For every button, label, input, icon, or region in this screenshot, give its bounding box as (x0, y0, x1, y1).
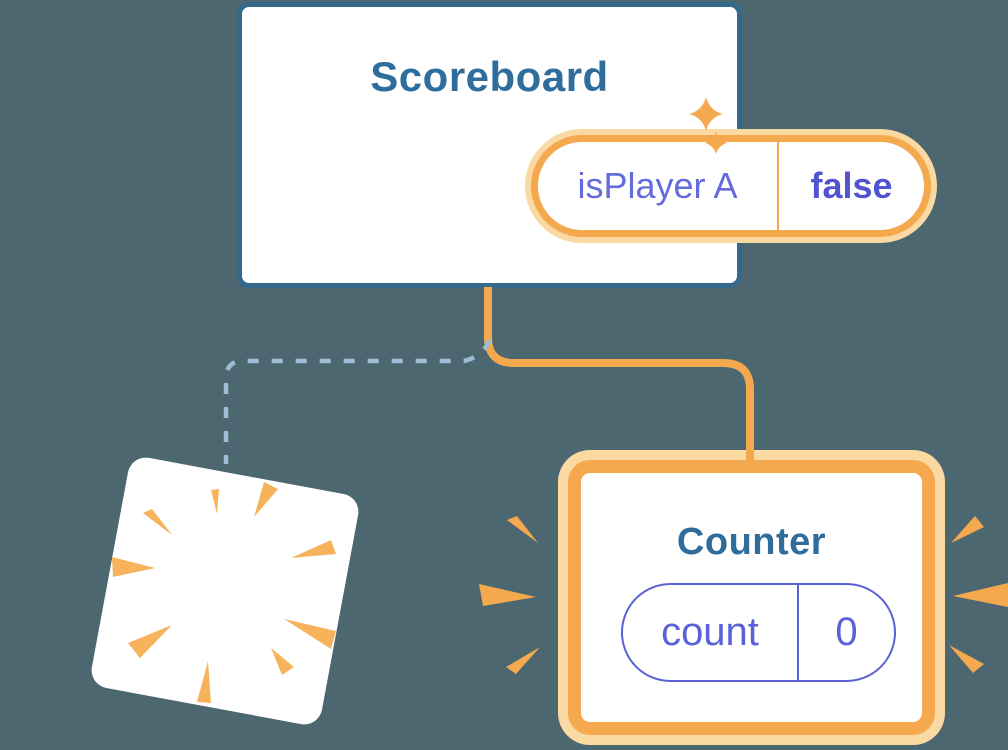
pill-divider (777, 142, 779, 230)
emphasis-rays-left-icon (479, 516, 540, 674)
emphasis-rays-right-icon (949, 516, 1008, 673)
scoreboard-state-pill: isPlayer A false (531, 135, 931, 237)
state-value-label: false (810, 165, 893, 206)
state-name-label: isPlayer A (577, 165, 738, 206)
scoreboard-component-card: Scoreboard isPlayer A false (237, 2, 931, 288)
active-branch-connector (484, 287, 754, 462)
count-name-label: count (661, 610, 759, 654)
scoreboard-title: Scoreboard (370, 53, 609, 100)
counter-title: Counter (676, 521, 827, 563)
counter-component-card: Counter count 0 (568, 460, 935, 735)
removed-branch-dashed-connector (223, 338, 493, 464)
counter-state-pill: count 0 (621, 583, 896, 682)
pill-divider (797, 585, 799, 680)
count-value-label: 0 (835, 610, 858, 654)
destroyed-component-burst-icon (91, 457, 359, 725)
